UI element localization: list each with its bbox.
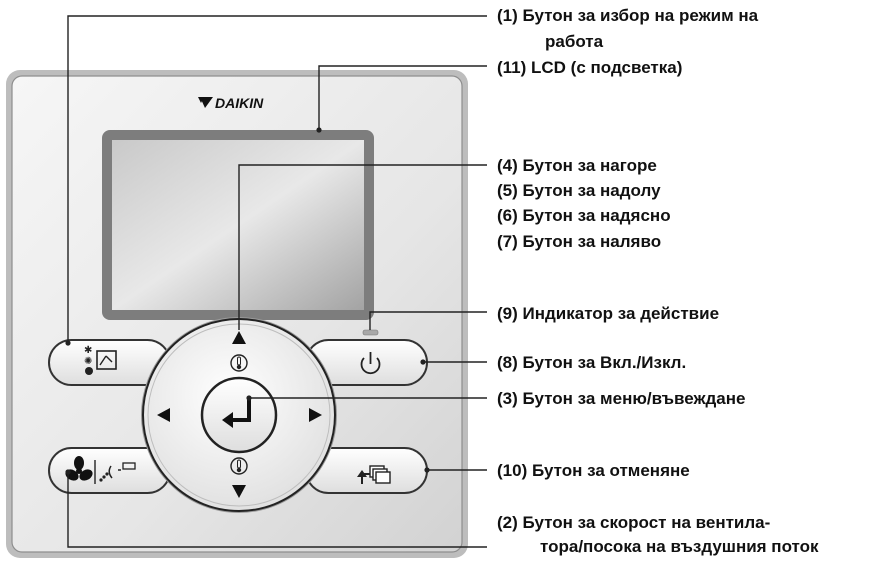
callout-fan-speed-line1: (2) Бутон за скорост на вентила-	[497, 513, 771, 532]
thermometer-up-icon	[230, 354, 248, 372]
fan-speed-button[interactable]	[48, 447, 171, 494]
callout-lcd: (11) LCD (с подсветка)	[497, 58, 683, 77]
lcd-screen	[102, 130, 374, 320]
callout-on-off-button: (8) Бутон за Вкл./Изкл.	[497, 353, 687, 372]
callout-fan-speed-line2: тора/посока на въздушния поток	[540, 537, 819, 556]
return-icon	[357, 465, 391, 484]
left-arrow-icon[interactable]	[157, 408, 170, 422]
enter-icon	[222, 412, 233, 428]
callout-mode-selector-line2: работа	[545, 32, 604, 51]
callout-right-button: (6) Бутон за надясно	[497, 206, 671, 225]
callout-menu-enter-button: (3) Бутон за меню/въвеждане	[497, 389, 746, 408]
operation-lamp	[362, 329, 379, 336]
leader-lines	[67, 15, 487, 548]
callout-mode-selector-line1: (1) Бутон за избор на режим на	[497, 6, 759, 25]
down-arrow-icon[interactable]	[232, 485, 246, 498]
callout-down-button: (5) Бутон за надолу	[497, 181, 661, 200]
power-icon	[360, 352, 381, 375]
svg-text:✺: ✺	[84, 356, 92, 367]
brand-text: DAIKIN	[215, 95, 264, 111]
leader-dots	[65, 127, 430, 475]
menu-enter-button[interactable]	[200, 376, 278, 454]
svg-text:✱: ✱	[84, 345, 92, 356]
airflow-direction-icon	[99, 462, 136, 482]
thermometer-down-icon	[230, 457, 248, 475]
callout-left-button: (7) Бутон за наляво	[497, 232, 662, 251]
callout-operation-lamp: (9) Индикатор за действие	[497, 304, 720, 323]
daikin-logo	[198, 97, 213, 108]
up-arrow-icon[interactable]	[232, 331, 246, 344]
right-arrow-icon[interactable]	[309, 408, 322, 422]
mode-icon: ✱ ✺	[84, 345, 117, 375]
callout-up-button: (4) Бутон за нагоре	[497, 156, 657, 175]
callout-cancel-button: (10) Бутон за отменяне	[497, 461, 690, 480]
